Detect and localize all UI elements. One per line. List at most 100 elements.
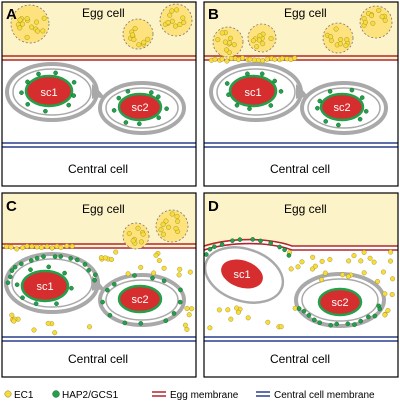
hap2-dot <box>372 313 378 319</box>
ec1-dot <box>367 255 373 261</box>
hap2-dot <box>219 242 225 247</box>
panel-letter: B <box>208 6 219 23</box>
nucleus <box>228 74 278 108</box>
ec1-dot <box>340 272 346 278</box>
hap2-dot <box>25 79 30 85</box>
ec1-dot <box>186 312 192 318</box>
egg-cytoplasm <box>204 193 398 248</box>
ec1-dot <box>358 258 364 264</box>
ec1-dot <box>169 18 175 24</box>
ec1-dot <box>327 257 333 263</box>
ec1-dot <box>333 26 339 32</box>
green-dot-icon <box>52 390 60 398</box>
ec1-dot <box>207 325 213 331</box>
hap2-dot <box>258 238 263 244</box>
ec1-dot <box>153 252 159 258</box>
ec1-vesicle <box>159 3 193 37</box>
hap2-dot <box>268 103 274 108</box>
hap2-dot <box>198 261 202 265</box>
hap2-dot <box>237 237 243 242</box>
ec1-dot <box>129 32 135 38</box>
nucleus <box>117 284 163 314</box>
ec1-dot <box>141 39 147 45</box>
central-cell-label: Central cell <box>270 352 330 366</box>
sperm-cell-1 <box>204 246 285 304</box>
ec1-dot <box>11 318 17 324</box>
ec1-dot <box>189 306 195 312</box>
sc2-label: sc2 <box>131 294 148 306</box>
ec1-dot <box>254 44 260 50</box>
hap2-dot <box>66 102 71 108</box>
hap2-dot <box>327 89 333 94</box>
ec1-dot <box>216 307 222 313</box>
red-double-line-icon <box>152 391 166 397</box>
ec1-dot <box>184 306 190 312</box>
hap2-dot <box>171 311 177 316</box>
sc2-label: sc2 <box>331 297 348 309</box>
sperm-cell-1 <box>209 62 303 122</box>
ec1-dot <box>158 227 164 233</box>
ec1-dot <box>215 37 221 43</box>
ec1-dot <box>138 264 144 270</box>
ec1-dot <box>235 309 241 315</box>
hap2-dot <box>125 89 131 94</box>
ec1-dot <box>187 269 193 275</box>
hap2-dot <box>34 255 40 261</box>
ec1-dot <box>288 266 294 272</box>
hap2-dot <box>136 121 142 127</box>
ec1-dot <box>279 56 285 62</box>
panel-d: D Egg cell Central cell sc1 sc2 <box>198 193 398 377</box>
ec1-dot <box>17 17 23 23</box>
ec1-dot <box>389 292 395 298</box>
hap2-dot <box>366 314 371 320</box>
hap2-dot <box>155 94 161 99</box>
hap2-dot <box>86 267 91 273</box>
hap2-dot <box>359 95 365 100</box>
sperm-cell-2 <box>98 81 186 135</box>
hap2-dot <box>259 71 265 77</box>
legend-label: Egg membrane <box>170 390 239 401</box>
hap2-dot <box>245 71 250 77</box>
nucleus <box>319 92 365 122</box>
hap2-dot <box>116 95 122 101</box>
hap2-dot <box>224 81 230 86</box>
ec1-dot <box>181 19 187 25</box>
ec1-dot <box>264 56 270 62</box>
hap2-dot <box>230 238 235 243</box>
ec1-dot <box>235 57 241 63</box>
legend-item-ec1: EC1 <box>4 390 34 401</box>
ec1-dot <box>86 324 92 330</box>
blue-double-line-icon <box>256 391 270 397</box>
hap2-dot <box>234 103 240 108</box>
hap2-dot <box>92 277 97 283</box>
hap2-dot <box>71 93 76 98</box>
ec1-dot <box>108 257 114 263</box>
ec1-dot <box>29 243 35 249</box>
legend-label: EC1 <box>14 390 34 401</box>
panel-b: B Egg cell Central cell sc1 sc2 <box>204 2 398 186</box>
ec1-dot <box>338 41 344 47</box>
ec1-dot <box>131 37 137 43</box>
ec1-dot <box>247 56 253 62</box>
sperm-cell-2 <box>300 81 388 135</box>
hap2-dot <box>41 254 46 259</box>
ec1-dot <box>219 30 225 36</box>
ec1-dot <box>295 264 301 270</box>
hap2-dot <box>301 308 307 314</box>
ec1-dot <box>382 291 388 297</box>
hap2-dot <box>112 281 117 287</box>
ec1-dot <box>17 25 23 31</box>
ec1-dot <box>169 211 175 217</box>
hap2-dot <box>9 268 15 273</box>
ec1-dot <box>361 249 367 255</box>
sc2-label: sc2 <box>131 102 148 114</box>
ec1-dot <box>165 20 171 26</box>
hap2-dot <box>68 256 73 261</box>
ec1-dot <box>310 254 316 260</box>
hap2-dot <box>250 237 255 242</box>
ec1-dot <box>228 316 234 322</box>
ec1-dot <box>167 12 173 18</box>
ec1-dot <box>45 320 51 326</box>
ec1-dot <box>130 238 136 244</box>
